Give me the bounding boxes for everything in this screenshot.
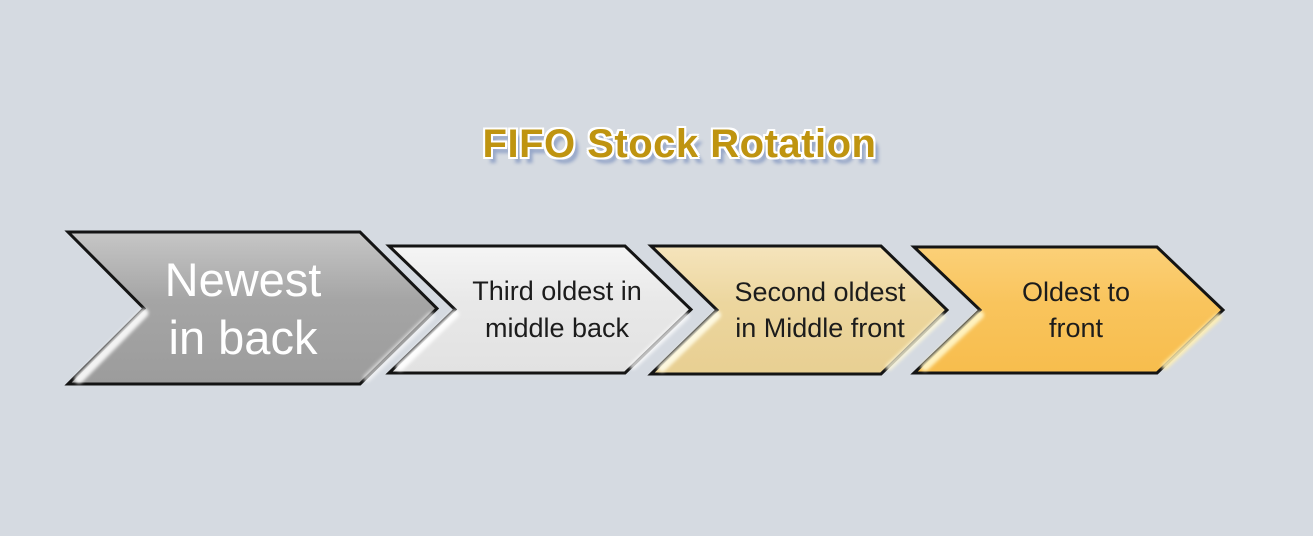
chevron-shape [647,244,950,376]
chevron-step-oldest: Oldest to front [909,243,1227,377]
chevron-step-second-oldest: Second oldest in Middle front [646,242,951,378]
chevron-shape [385,244,694,375]
chevron-shape [910,245,1226,375]
diagram-title: FIFO Stock Rotation [482,122,877,166]
chevron-shape [64,230,440,386]
